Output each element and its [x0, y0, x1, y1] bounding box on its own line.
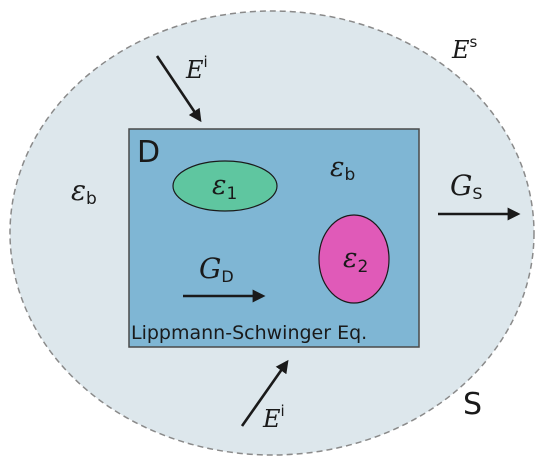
scatterer-1-label: ε1 — [212, 170, 237, 204]
scatterer-2-ellipse — [318, 214, 390, 304]
green-function-surface-label: GS — [450, 169, 483, 203]
incident-arrow-bottom — [240, 359, 289, 427]
incident-arrow-top — [155, 55, 202, 123]
incident-field-label-top: Ei — [185, 53, 208, 84]
equation-label: Lippmann-Schwinger Eq. — [131, 322, 367, 344]
green-function-domain-label: GD — [199, 252, 234, 286]
surface-label: S — [463, 387, 482, 422]
incident-field-label-bottom: Ei — [262, 402, 285, 433]
background-permittivity-outer: εb — [71, 174, 97, 209]
background-permittivity-inner: εb — [330, 152, 355, 185]
domain-label: D — [137, 135, 160, 170]
scatterer-1-ellipse — [172, 160, 278, 212]
scattered-field-label: Es — [451, 33, 478, 64]
scatterer-2-label: ε2 — [343, 243, 368, 277]
